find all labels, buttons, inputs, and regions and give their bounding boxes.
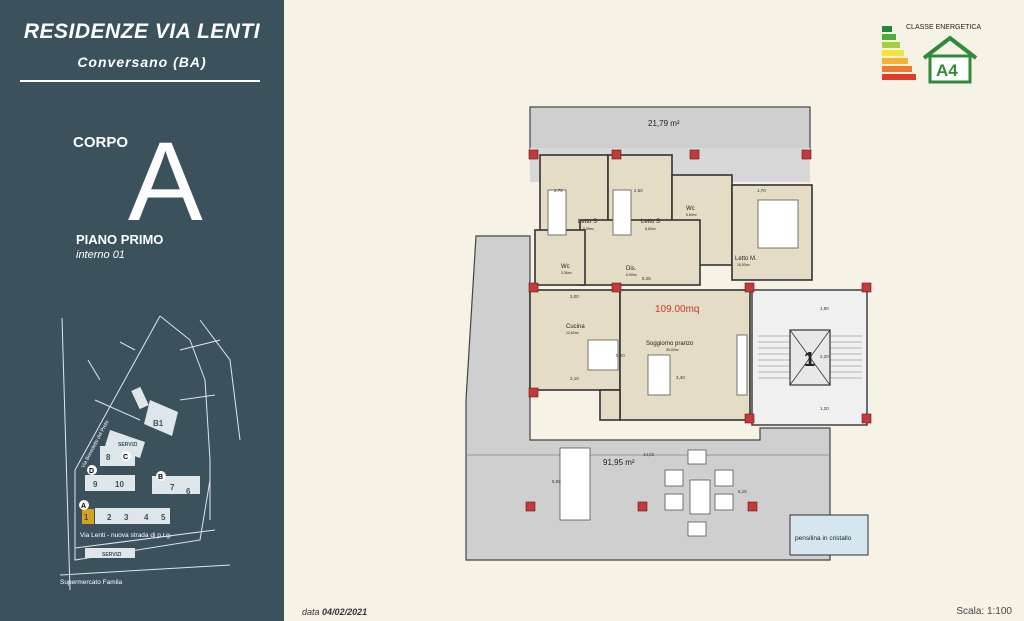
label-letto-s2: Letto S xyxy=(641,219,660,225)
area-letto-s1: 9,39m² xyxy=(583,227,595,231)
map-street-main: Via Lenti - nuova strada di p.r.g. xyxy=(80,532,172,539)
top-terrace xyxy=(529,106,811,153)
room-soggiorno xyxy=(619,289,751,421)
map-marker-b: B xyxy=(158,474,163,481)
energy-label: CLASSE ENERGETICA xyxy=(906,24,981,31)
floor-plan: 1 pensilina in cristallo 21,79 m² 91,95 … xyxy=(465,106,872,561)
floor-label: PIANO PRIMO xyxy=(76,232,164,247)
map-label-b1: B1 xyxy=(153,419,164,428)
label-letto-m: Letto M. xyxy=(735,256,757,262)
dim-2-20: 2,20 xyxy=(820,354,829,359)
scale-label: Scala: 1:100 xyxy=(956,606,1012,617)
area-dis: 6,90m² xyxy=(626,273,638,277)
interno-label: interno 01 xyxy=(76,249,125,261)
title-divider xyxy=(20,80,260,82)
area-letto-s2: 8,60m² xyxy=(645,227,657,231)
map-label-servizi-bottom: SERVIZI xyxy=(102,552,122,558)
map-label-10: 10 xyxy=(115,480,124,489)
dim-1-80: 1,80 xyxy=(820,306,829,311)
map-label-4: 4 xyxy=(144,513,149,522)
map-label-8: 8 xyxy=(106,453,111,462)
area-cucina: 12,60m² xyxy=(566,331,580,335)
house-icon xyxy=(922,35,978,84)
area-letto-m: 16,00m² xyxy=(737,263,751,267)
label-cucina: Cucina xyxy=(566,324,585,330)
dim-3-40: 3,40 xyxy=(676,375,685,380)
energy-scale-bars xyxy=(882,26,916,80)
map-marker-a: A xyxy=(81,503,86,510)
dim-14-02: 14,02 xyxy=(643,452,655,457)
map-label-1: 1 xyxy=(84,513,89,522)
stair-number: 1 xyxy=(804,349,815,371)
dim-5-20: 5,20 xyxy=(616,353,625,358)
bottom-terrace-area: 91,95 m² xyxy=(603,458,635,467)
map-label-6: 6 xyxy=(186,487,191,496)
corpo-label: CORPO xyxy=(73,134,129,151)
dim-6-15: 6,15 xyxy=(738,489,747,494)
room-dis xyxy=(579,219,701,286)
map-label-5: 5 xyxy=(161,513,166,522)
map-marker-d: D xyxy=(89,468,94,475)
energy-class-value: A4 xyxy=(936,61,958,80)
total-area: 109.00mq xyxy=(655,304,699,315)
map-label-3: 3 xyxy=(124,513,129,522)
date-value: 04/02/2021 xyxy=(322,607,368,617)
dim-5-25: 5,25 xyxy=(642,276,651,281)
highlighted-building-a xyxy=(82,509,94,524)
area-wc2: 3,36m² xyxy=(561,271,573,275)
corpo-letter: A xyxy=(128,119,203,244)
label-dis: Dis. xyxy=(626,266,637,272)
map-supermarket: Supermercato Famila xyxy=(60,579,123,586)
energy-class-badge: CLASSE ENERGETICA A4 xyxy=(882,24,981,84)
map-label-servizi: SERVIZI xyxy=(118,442,138,448)
project-city: Conversano (BA) xyxy=(77,54,207,70)
map-label-9: 9 xyxy=(93,480,98,489)
area-wc1: 5,60m² xyxy=(686,213,698,217)
label-wc1: Wc xyxy=(686,206,695,212)
date-stamp: data 04/02/2021 xyxy=(302,607,367,617)
project-title: RESIDENZE VIA LENTI xyxy=(23,20,261,43)
dim-1-20: 1,20 xyxy=(820,406,829,411)
site-map: B1 SERVIZI 8 9 10 7 6 1 2 3 4 5 SERVIZI … xyxy=(59,315,241,591)
room-wc2 xyxy=(534,229,586,286)
project-sidebar: RESIDENZE VIA LENTI Conversano (BA) CORP… xyxy=(0,0,284,621)
dim-2-10: 2,10 xyxy=(570,376,579,381)
date-label: data xyxy=(302,607,320,617)
map-marker-c: C xyxy=(123,454,128,461)
label-wc2: Wc xyxy=(561,264,570,270)
dim-2-50: 2,50 xyxy=(634,188,643,193)
map-label-2: 2 xyxy=(107,513,112,522)
bed-master xyxy=(757,199,799,249)
label-letto-s1: Letto S xyxy=(578,219,597,225)
map-label-7: 7 xyxy=(170,483,175,492)
canopy-label: pensilina in cristallo xyxy=(795,535,852,542)
label-soggiorno: Soggiorno pranzo xyxy=(646,341,694,347)
canopy-box xyxy=(789,514,869,556)
dim-3-00: 3,00 xyxy=(570,294,579,299)
dining-table-terrace xyxy=(559,447,591,521)
dim-6-55: 6,55 xyxy=(552,479,561,484)
area-soggiorno: 39,00m² xyxy=(666,348,680,352)
dim-2-70: 2,70 xyxy=(554,188,563,193)
dim-1-70: 1,70 xyxy=(757,188,766,193)
top-terrace-area: 21,79 m² xyxy=(648,119,680,128)
